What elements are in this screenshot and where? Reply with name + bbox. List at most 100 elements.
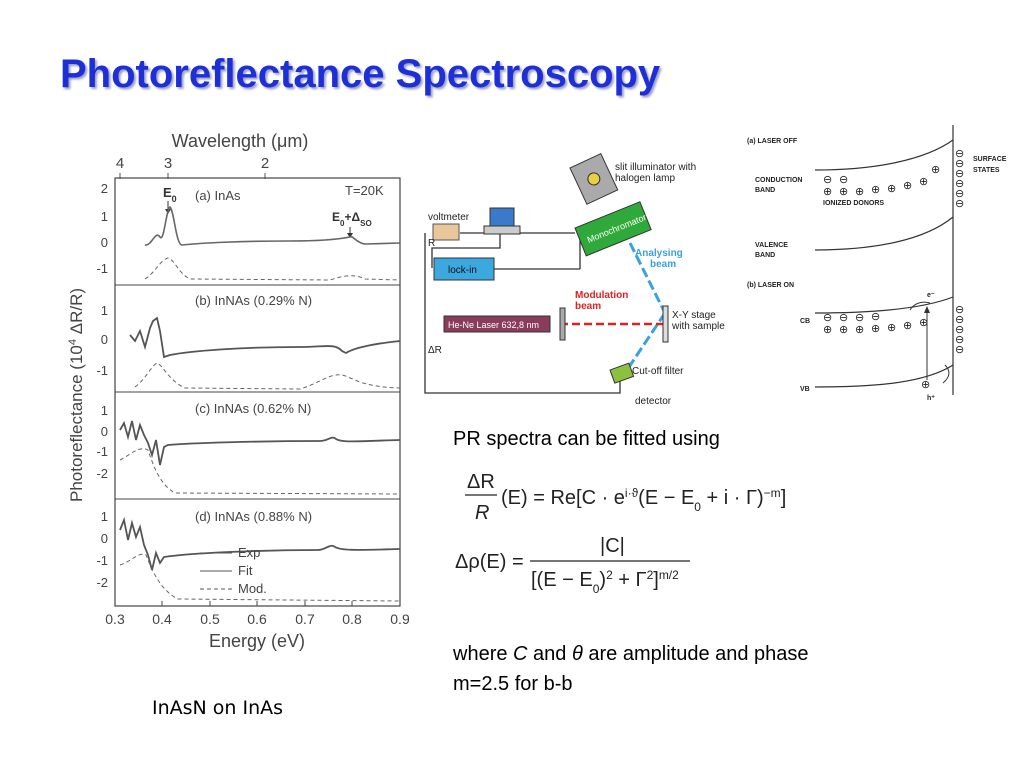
e0-label: E0 bbox=[163, 185, 177, 204]
panel-d: 1 0 -1 -2 (d) InNAs (0.88% N) Exp Fit Mo… bbox=[96, 509, 401, 602]
svg-text:⊕: ⊕ bbox=[921, 379, 930, 391]
chopper bbox=[559, 307, 566, 341]
voltmeter-box bbox=[432, 223, 460, 241]
svg-text:⊕: ⊕ bbox=[871, 323, 880, 335]
svg-text:⊖: ⊖ bbox=[955, 188, 964, 200]
panel-d-tick: 0 bbox=[101, 531, 108, 546]
svg-text:⊖: ⊖ bbox=[839, 174, 848, 186]
top-tick-3: 3 bbox=[164, 155, 172, 172]
computer-monitor bbox=[489, 207, 515, 227]
panel-d-tick: 1 bbox=[101, 509, 108, 524]
where-prefix: where bbox=[453, 643, 514, 665]
svg-text:⊖: ⊖ bbox=[955, 198, 964, 210]
panel-a-tick: 2 bbox=[101, 181, 108, 196]
panel-a-tick: 1 bbox=[101, 209, 108, 224]
panel-d-label: (d) InNAs (0.88% N) bbox=[195, 509, 312, 524]
states-label: STATES bbox=[973, 167, 1000, 174]
svg-text:⊕: ⊕ bbox=[931, 164, 940, 176]
svg-text:⊕: ⊕ bbox=[919, 176, 928, 188]
svg-text:⊖: ⊖ bbox=[839, 312, 848, 324]
pr-spectra-figure: Wavelength (μm) 4 3 2 Photoreflectance (… bbox=[67, 131, 410, 651]
figure-caption: InAsN on InAs bbox=[152, 697, 284, 719]
cb-label: CB bbox=[800, 318, 810, 325]
eq2-den: [(E − E0)2 + Γ2]m/2 bbox=[531, 568, 679, 595]
panel-c-label: (c) InNAs (0.62% N) bbox=[195, 401, 311, 416]
eq2-lhs: Δρ(E) = bbox=[455, 551, 524, 573]
fit-intro: PR spectra can be fitted using bbox=[453, 428, 720, 450]
x-tick: 0.8 bbox=[342, 611, 362, 627]
panel-b: 1 0 -1 (b) InNAs (0.29% N) bbox=[96, 293, 401, 390]
panel-b-mod-curve bbox=[134, 362, 401, 390]
svg-text:⊖: ⊖ bbox=[955, 344, 964, 356]
x-tick: 0.4 bbox=[152, 611, 172, 627]
panel-c-tick: 0 bbox=[101, 424, 108, 439]
y-axis-title: Photoreflectance (104 ΔR/R) bbox=[67, 288, 86, 502]
equation-2: Δρ(E) = |C| [(E − E0)2 + Γ2]m/2 bbox=[455, 535, 690, 595]
equation-1: ΔR R (E) = Re[C · ei·ϑ(E − E0 + i · Γ)−m… bbox=[465, 471, 786, 524]
panel-a-temp: T=20K bbox=[345, 183, 384, 198]
svg-text:⊖: ⊖ bbox=[955, 148, 964, 160]
donors-label: IONIZED DONORS bbox=[823, 200, 884, 207]
detector-box bbox=[609, 362, 635, 384]
svg-text:⊕: ⊕ bbox=[823, 324, 832, 336]
eq1-rhs: (E) = Re[C · ei·ϑ(E − E0 + i · Γ)−m] bbox=[501, 486, 786, 514]
svg-text:⊕: ⊕ bbox=[903, 180, 912, 192]
band-diagram: (a) LASER OFF SURFACE STATES CONDUCTION … bbox=[747, 125, 1007, 402]
panel-a-label: (a) InAs bbox=[195, 188, 241, 203]
monochromator-box bbox=[574, 201, 652, 257]
svg-text:⊖: ⊖ bbox=[955, 324, 964, 336]
surface-label: SURFACE bbox=[973, 156, 1007, 163]
x-tick: 0.9 bbox=[390, 611, 410, 627]
panel-d-mod-curve bbox=[119, 553, 401, 602]
eq2-num: |C| bbox=[600, 535, 625, 557]
panel-c-mod-curve bbox=[119, 448, 401, 495]
panel-b-tick: -1 bbox=[96, 363, 108, 378]
svg-text:⊕: ⊕ bbox=[887, 183, 896, 195]
valence-label: VALENCE bbox=[755, 242, 788, 249]
legend-mod: Mod. bbox=[238, 581, 267, 596]
hplus-label: h⁺ bbox=[927, 395, 935, 402]
panel-c-tick: -2 bbox=[96, 466, 108, 481]
x-tick: 0.6 bbox=[247, 611, 267, 627]
laser-label: He-Ne Laser 632,8 nm bbox=[448, 320, 539, 330]
band2-label: BAND bbox=[755, 252, 775, 259]
svg-text:⊖: ⊖ bbox=[955, 158, 964, 170]
svg-text:⊖: ⊖ bbox=[955, 178, 964, 190]
svg-text:⊖: ⊖ bbox=[823, 312, 832, 324]
svg-text:⊖: ⊖ bbox=[955, 168, 964, 180]
x-tick: 0.5 bbox=[200, 611, 220, 627]
svg-text:⊕: ⊕ bbox=[855, 324, 864, 336]
x-tick: 0.7 bbox=[295, 611, 315, 627]
laser-off-label: (a) LASER OFF bbox=[747, 138, 798, 145]
svg-text:⊕: ⊕ bbox=[903, 320, 912, 332]
slide-title: Photoreflectance Spectroscopy bbox=[60, 52, 661, 96]
panel-d-tick: -1 bbox=[96, 553, 108, 568]
panel-b-tick: 1 bbox=[101, 303, 108, 318]
svg-text:⊖: ⊖ bbox=[823, 174, 832, 186]
svg-text:⊕: ⊕ bbox=[919, 317, 928, 329]
svg-text:⊖: ⊖ bbox=[955, 314, 964, 326]
svg-text:⊕: ⊕ bbox=[839, 324, 848, 336]
m-note: m=2.5 for b-b bbox=[453, 673, 573, 695]
laser-box bbox=[443, 315, 551, 333]
panel-d-tick: -2 bbox=[96, 575, 108, 590]
setup-diagram: voltmeter R lock-in slit illuminator wit… bbox=[424, 152, 725, 407]
var-theta: θ bbox=[571, 643, 583, 665]
panel-a: 2 1 0 -1 (a) InAs T=20K E0 E0+ΔSO bbox=[96, 181, 401, 281]
panel-c-tick: 1 bbox=[101, 403, 108, 418]
panel-a-tick: 0 bbox=[101, 235, 108, 250]
panel-b-tick: 0 bbox=[101, 332, 108, 347]
svg-text:⊖: ⊖ bbox=[871, 311, 880, 323]
vb-label: VB bbox=[800, 386, 810, 393]
eminus-label: e⁻ bbox=[927, 292, 935, 299]
laser-on-label: (b) LASER ON bbox=[747, 282, 794, 289]
charge-symbols-off: ⊖⊖ ⊕⊕⊕⊕⊕⊕⊕⊕ ⊖⊖⊖⊖⊖⊖ bbox=[823, 148, 964, 210]
filter-label: Cut-off filter bbox=[632, 366, 684, 377]
wavelength-axis-title: Wavelength (μm) bbox=[172, 131, 309, 151]
svg-text:⊖: ⊖ bbox=[955, 304, 964, 316]
top-tick-4: 4 bbox=[116, 155, 124, 172]
amplitude-phase-note: where C and θ are amplitude and phase bbox=[453, 643, 809, 666]
